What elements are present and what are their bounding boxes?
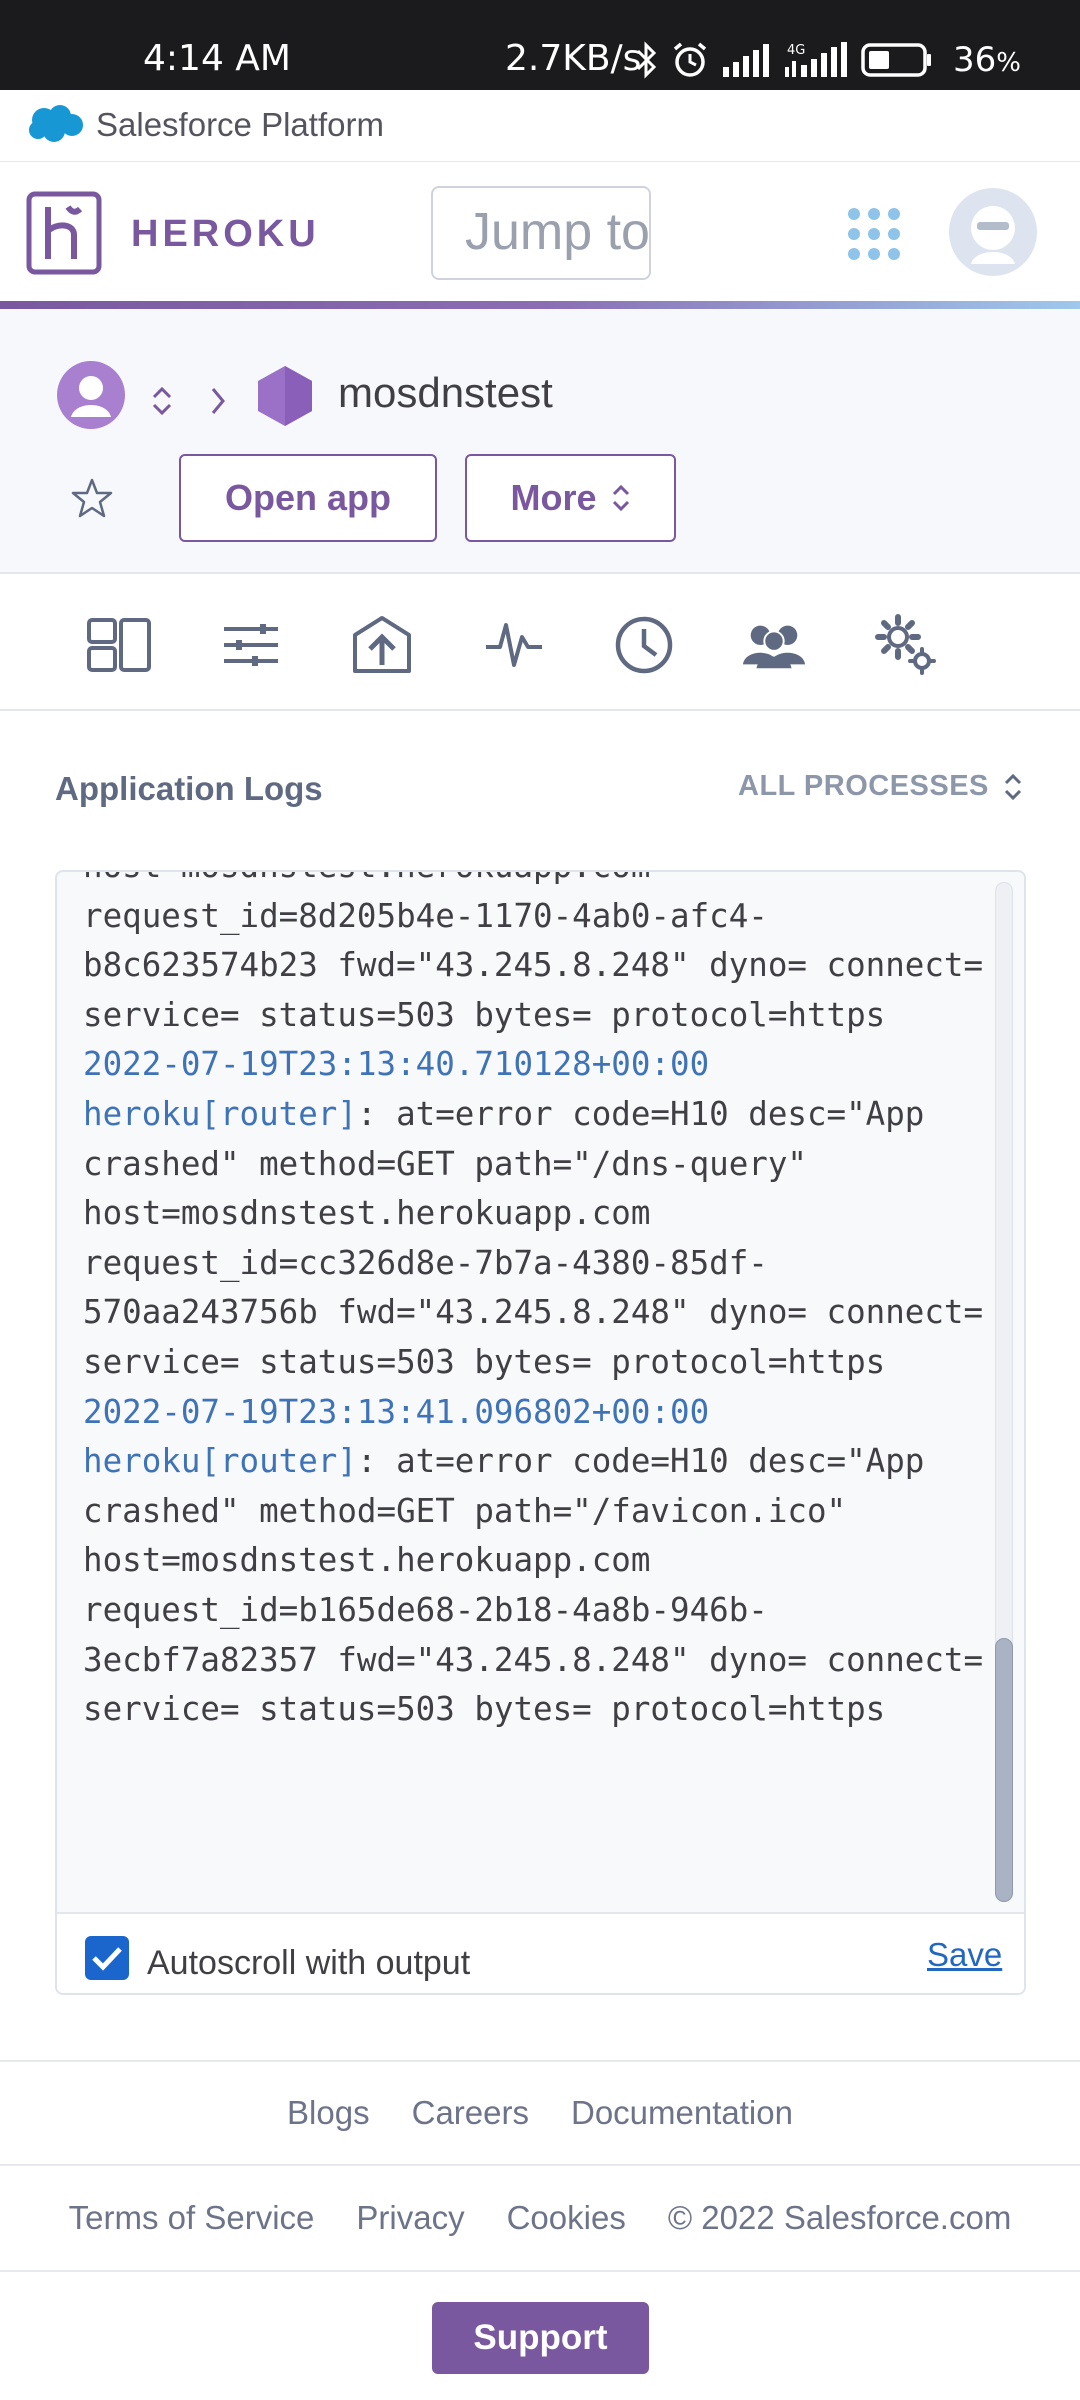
chevron-right-icon: [211, 388, 225, 414]
log-viewer[interactable]: host=mosdnstest.herokuapp.com request_id…: [55, 870, 1026, 1995]
open-app-label: Open app: [224, 477, 391, 518]
more-label: More: [510, 477, 597, 518]
tab-activity[interactable]: [611, 612, 677, 678]
process-filter-label: ALL PROCESSES: [738, 770, 989, 802]
autoscroll-label[interactable]: Autoscroll with output: [147, 1944, 471, 1982]
open-app-button[interactable]: Open app: [179, 454, 437, 542]
settings-icon: [875, 614, 936, 675]
log-source: heroku[router]: [83, 1094, 357, 1133]
access-icon: [742, 625, 806, 669]
footer-link-careers[interactable]: Careers: [411, 2094, 529, 2131]
chevron-updown-icon: [1004, 773, 1021, 800]
metrics-icon: [486, 623, 542, 667]
bluetooth-icon: [636, 41, 657, 79]
platform-label: Salesforce Platform: [96, 106, 384, 143]
app-nav-tabs: [0, 576, 1080, 711]
apps-grid-icon[interactable]: [846, 206, 902, 262]
battery-icon: [861, 43, 931, 77]
activity-icon: [615, 616, 673, 674]
log-scroll-area[interactable]: host=mosdnstest.herokuapp.com request_id…: [57, 872, 997, 1912]
log-output: host=mosdnstest.herokuapp.com request_id…: [83, 872, 993, 1735]
checkmark-icon: [92, 1947, 122, 1971]
heroku-header: HEROKU Jump to: [0, 163, 1080, 303]
salesforce-platform-bar: Salesforce Platform: [0, 90, 1080, 162]
log-footer: Autoscroll with output Save: [57, 1912, 1024, 1993]
tab-access[interactable]: [741, 612, 807, 678]
app-name[interactable]: mosdnstest: [338, 369, 553, 416]
heroku-logo-icon[interactable]: [26, 191, 102, 275]
footer-copyright: © 2022 Salesforce.com: [667, 2199, 1012, 2236]
footer-link-privacy[interactable]: Privacy: [356, 2199, 465, 2236]
footer-link-terms[interactable]: Terms of Service: [68, 2199, 315, 2236]
header-divider: [0, 301, 1080, 309]
user-avatar-icon[interactable]: [949, 188, 1037, 276]
network-type-label: 4G: [787, 43, 805, 58]
tab-overview[interactable]: [86, 612, 152, 678]
footer-link-documentation[interactable]: Documentation: [570, 2094, 793, 2131]
app-header: mosdnstest Open app More: [0, 309, 1080, 574]
switch-owner-icon[interactable]: [150, 384, 174, 418]
heroku-brand[interactable]: HEROKU: [131, 213, 320, 255]
tab-settings[interactable]: [873, 612, 939, 678]
log-entry: request_id=8d205b4e-1170-4ab0-afc4-b8c62…: [83, 896, 984, 1034]
deploy-icon: [353, 616, 411, 673]
jump-to-input[interactable]: Jump to: [431, 186, 651, 280]
status-bar: 4:14 AM 2.7KB/s 4G 36%: [0, 0, 1080, 90]
app-hexagon-icon: [258, 366, 312, 426]
process-filter-select[interactable]: ALL PROCESSES: [738, 770, 1023, 803]
log-line: host=mosdnstest.herokuapp.com: [83, 872, 650, 885]
log-entry: : at=error code=H10 desc="App crashed" m…: [83, 1094, 984, 1381]
salesforce-cloud-icon: [29, 105, 83, 142]
log-entry: : at=error code=H10 desc="App crashed" m…: [83, 1442, 984, 1729]
log-scrollbar-thumb[interactable]: [995, 1638, 1013, 1902]
tab-resources[interactable]: [218, 612, 284, 678]
chevron-updown-icon: [612, 484, 629, 512]
log-timestamp: 2022-07-19T23:13:41.096802+00:00: [83, 1392, 710, 1431]
overview-icon: [87, 618, 151, 672]
battery-level: 36%: [953, 40, 1021, 80]
tab-metrics[interactable]: [481, 612, 547, 678]
footer-links-primary: Blogs Careers Documentation: [0, 2060, 1080, 2166]
footer-link-blogs[interactable]: Blogs: [287, 2094, 370, 2131]
status-net-speed: 2.7KB/s: [505, 38, 642, 79]
support-label: Support: [473, 2318, 608, 2357]
status-time: 4:14 AM: [143, 38, 291, 79]
log-source: heroku[router]: [83, 1442, 357, 1481]
footer-links-secondary: Terms of Service Privacy Cookies © 2022 …: [0, 2166, 1080, 2272]
signal-4g-icon: 4G: [785, 42, 847, 77]
resources-icon: [224, 624, 278, 666]
footer-link-cookies[interactable]: Cookies: [506, 2199, 626, 2236]
logs-title: Application Logs: [55, 770, 323, 807]
status-icons: 4G: [635, 40, 933, 80]
save-link[interactable]: Save: [927, 1936, 1003, 1973]
alarm-icon: [673, 42, 707, 77]
autoscroll-checkbox[interactable]: [85, 1936, 129, 1980]
more-button[interactable]: More: [465, 454, 676, 542]
owner-avatar-icon[interactable]: [57, 361, 125, 429]
signal-icon: [723, 44, 769, 77]
log-timestamp: 2022-07-19T23:13:40.710128+00:00: [83, 1045, 710, 1084]
favorite-star-icon[interactable]: [70, 477, 114, 519]
support-button[interactable]: Support: [432, 2302, 649, 2374]
tab-deploy[interactable]: [349, 612, 415, 678]
